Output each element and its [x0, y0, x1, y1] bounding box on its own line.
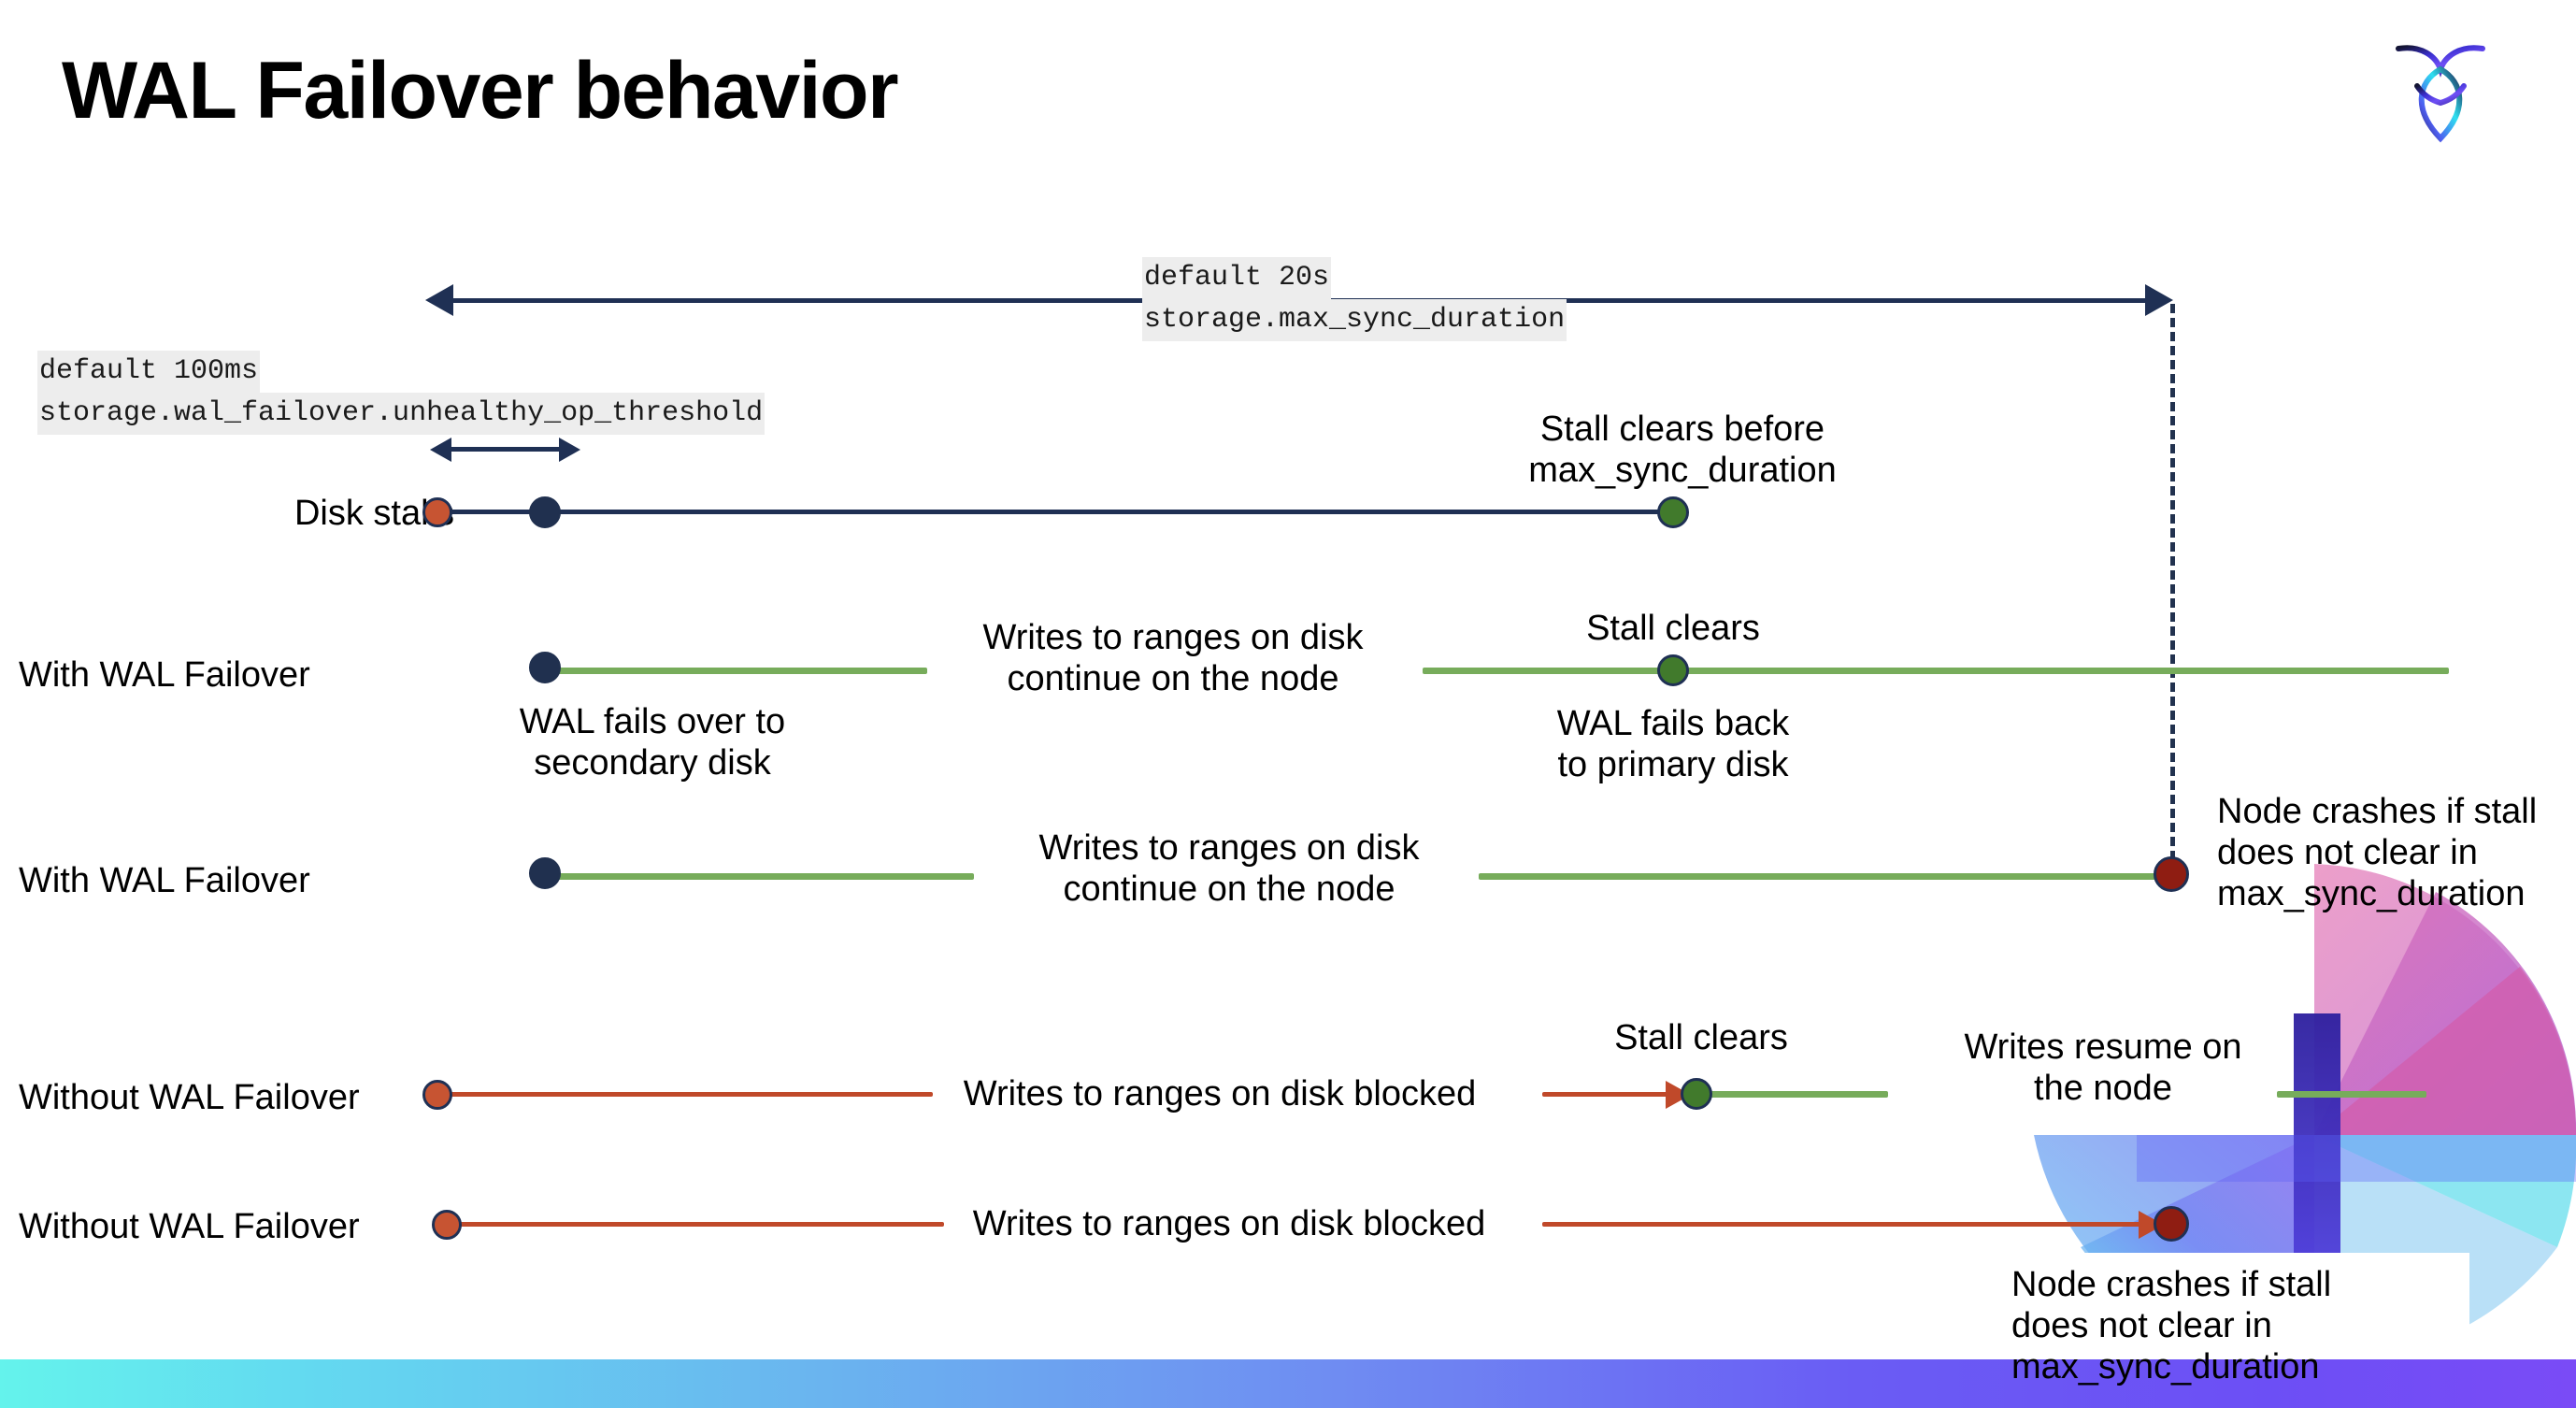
disk-stalls-track	[437, 510, 1681, 514]
unhealthy-op-callout-line2: storage.wal_failover.unhealthy_op_thresh…	[37, 393, 766, 436]
note-stall-clears-2: Stall clears	[1614, 1018, 1788, 1057]
unhealthy-op-span-line	[450, 447, 562, 452]
note-wal-fails-over: WAL fails over to secondary disk	[519, 702, 786, 783]
without-wal-1-start-marker[interactable]	[422, 1080, 452, 1110]
note-stall-clears-before-max-sync: Stall clears before max_sync_duration	[1528, 409, 1837, 491]
without-wal-2-start-marker[interactable]	[432, 1210, 462, 1240]
note-writes-blocked-1: Writes to ranges on disk blocked	[963, 1074, 1477, 1113]
max-sync-arrow-right-head	[2145, 284, 2173, 316]
without-wal-1-track-mid	[1542, 1092, 1681, 1097]
without-wal-2-track-right	[1542, 1222, 2154, 1227]
wal-failover-1-failover-marker[interactable]	[529, 652, 561, 683]
max-sync-arrow-left-head	[425, 284, 453, 316]
without-wal-1-clear-marker[interactable]	[1681, 1078, 1712, 1110]
max-sync-callout-line1: default 20s	[1142, 257, 1332, 300]
wal-failover-2-track-left	[555, 873, 974, 880]
note-writes-continue-1: Writes to ranges on disk continue on the…	[982, 618, 1364, 699]
note-writes-continue-2: Writes to ranges on disk continue on the…	[1038, 828, 1420, 910]
footer-gradient-bar	[0, 1359, 2576, 1408]
unhealthy-op-callout: default 100ms storage.wal_failover.unhea…	[37, 351, 766, 436]
note-node-crashes-1: Node crashes if stall does not clear in …	[2217, 792, 2538, 914]
wal-failover-2-track-right	[1479, 873, 2170, 880]
disk-stalls-start-marker[interactable]	[422, 497, 452, 527]
without-wal-2-crash-marker[interactable]	[2154, 1206, 2189, 1242]
note-node-crashes-2: Node crashes if stall does not clear in …	[2011, 1265, 2332, 1387]
note-stall-clears-1: Stall clears	[1586, 609, 1760, 648]
without-wal-2-track-left	[449, 1222, 944, 1227]
row-label-disk-stalls: Disk stalls	[293, 494, 454, 533]
wal-failover-2-failover-marker[interactable]	[529, 857, 561, 889]
note-writes-resume: Writes resume on the node	[1964, 1027, 2242, 1109]
max-sync-callout-line2: storage.max_sync_duration	[1142, 299, 1567, 342]
wal-failover-1-track-left	[555, 668, 927, 674]
cockroach-logo-icon	[2396, 45, 2485, 143]
row-label-without-wal-failover-1: Without WAL Failover	[19, 1078, 360, 1117]
note-writes-blocked-2: Writes to ranges on disk blocked	[972, 1204, 1486, 1243]
unhealthy-op-callout-line1: default 100ms	[37, 351, 261, 394]
without-wal-1-track-left	[437, 1092, 933, 1097]
row-label-with-wal-failover-2: With WAL Failover	[19, 861, 310, 900]
note-wal-fails-back: WAL fails back to primary disk	[1556, 704, 1790, 785]
without-wal-1-track-right	[1710, 1091, 1888, 1098]
unhealthy-op-arrow-left-head	[430, 438, 451, 462]
unhealthy-op-arrow-right-head	[559, 438, 580, 462]
max-sync-callout: default 20s storage.max_sync_duration	[1142, 257, 1567, 342]
disk-stalls-clear-marker[interactable]	[1657, 496, 1689, 528]
wal-failover-1-track-right	[1423, 668, 2449, 674]
wal-failover-2-crash-marker[interactable]	[2154, 856, 2189, 892]
max-sync-dashed-guide	[2170, 304, 2175, 874]
wal-failover-1-clear-marker[interactable]	[1657, 654, 1689, 686]
row-label-with-wal-failover-1: With WAL Failover	[19, 655, 310, 695]
row-label-without-wal-failover-2: Without WAL Failover	[19, 1207, 360, 1246]
without-wal-1-track-far-right	[2277, 1091, 2426, 1098]
disk-stalls-failover-marker[interactable]	[529, 496, 561, 528]
page-title: WAL Failover behavior	[62, 46, 899, 136]
